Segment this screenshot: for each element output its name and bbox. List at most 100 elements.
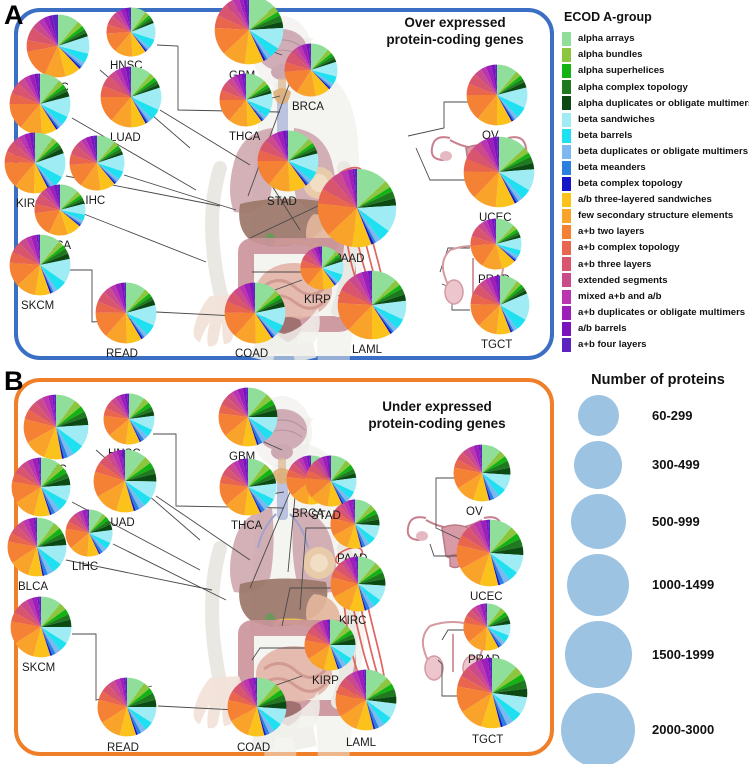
pie-slice xyxy=(32,21,58,46)
pie-slice xyxy=(496,244,515,269)
pie-slice xyxy=(127,707,146,733)
pie-slice xyxy=(124,393,129,419)
pie-label-blca: BLCA xyxy=(18,581,49,593)
legend-color-swatch xyxy=(562,48,571,63)
pie-label-laml: LAML xyxy=(346,737,377,749)
pie-slice xyxy=(68,515,89,533)
pie-slice xyxy=(227,699,257,722)
pie-slice xyxy=(97,163,120,182)
pie-label-tgct: TGCT xyxy=(481,339,513,351)
pie-chart-thca xyxy=(219,73,273,127)
pie-slice xyxy=(80,138,97,163)
pie-chart-kirp xyxy=(304,619,356,671)
pie-slice xyxy=(248,487,262,513)
pie-slice xyxy=(330,645,352,665)
pie-slice xyxy=(340,279,372,305)
size-circle-holder xyxy=(558,440,638,489)
pie-slice xyxy=(131,97,148,124)
pie-slice xyxy=(131,12,149,32)
pie-slice xyxy=(40,241,64,265)
pie-svg-brca xyxy=(284,43,338,97)
pie-slice xyxy=(366,700,397,718)
pie-slice xyxy=(131,17,153,32)
pie-slice xyxy=(125,449,146,481)
pie-slice xyxy=(58,32,88,46)
pie-slice xyxy=(24,409,56,427)
pie-slice xyxy=(69,154,97,165)
pie-slice xyxy=(72,512,89,533)
panel-b-title-line1: Under expressed xyxy=(382,399,492,414)
pie-slice xyxy=(248,409,278,417)
pie-slice xyxy=(123,677,127,707)
pie-slice xyxy=(232,389,248,417)
pie-slice xyxy=(242,458,248,487)
pie-slice xyxy=(497,95,512,126)
pie-slice xyxy=(224,312,255,336)
pie-slice xyxy=(127,677,145,707)
legend-color-swatch xyxy=(562,225,571,240)
pie-slice xyxy=(26,598,41,627)
pie-slice xyxy=(487,619,511,627)
pie-slice xyxy=(56,400,81,427)
legend-color-swatch xyxy=(562,80,571,95)
pie-chart-prad xyxy=(470,218,522,270)
pie-slice xyxy=(249,30,268,61)
pie-slice xyxy=(357,186,393,208)
legend-color-swatch xyxy=(562,305,571,320)
pie-slice xyxy=(492,693,521,722)
pie-slice xyxy=(482,473,495,501)
pie-slice xyxy=(248,417,259,445)
pie-slice xyxy=(322,268,336,286)
pie-slice xyxy=(35,163,62,186)
pie-label-stad: STAD xyxy=(311,510,341,522)
pie-slice xyxy=(490,553,517,580)
pie-chart-prad xyxy=(463,603,511,651)
pie-slice xyxy=(70,533,89,557)
pie-slice xyxy=(60,195,83,210)
pie-slice xyxy=(89,513,107,533)
pie-slice xyxy=(246,387,248,417)
pie-slice xyxy=(499,172,517,204)
pie-slice xyxy=(355,505,375,524)
pie-slice xyxy=(492,657,517,693)
pie-slice xyxy=(131,32,148,51)
pie-slice xyxy=(93,471,125,497)
pie-slice xyxy=(482,220,496,244)
size-circle-holder xyxy=(558,692,638,764)
pie-slice xyxy=(214,15,249,30)
pie-slice xyxy=(487,627,500,648)
pie-slice xyxy=(93,135,97,163)
size-legend-circle xyxy=(564,620,632,688)
pie-slice xyxy=(456,544,490,570)
pie-chart-thca xyxy=(219,458,277,516)
pie-slice xyxy=(311,43,328,70)
pie-slice xyxy=(41,619,72,627)
size-legend-circle xyxy=(577,394,619,436)
pie-slice xyxy=(30,234,40,265)
pie-slice xyxy=(322,268,339,284)
pie-slice xyxy=(12,472,42,487)
legend-item: alpha arrays xyxy=(562,31,748,47)
size-legend-label: 500-999 xyxy=(652,513,700,529)
pie-slice xyxy=(257,694,286,707)
pie-slice xyxy=(456,686,492,712)
pie-slice xyxy=(219,90,246,100)
pie-slice xyxy=(305,470,331,481)
pie-slice xyxy=(311,49,332,70)
pie-slice xyxy=(41,487,56,515)
size-legend-label: 1000-1499 xyxy=(652,577,715,592)
pie-slice xyxy=(366,700,391,725)
pie-label-lihc: LIHC xyxy=(79,195,106,207)
pie-slice xyxy=(89,516,109,533)
legend-item: mixed a+b and a/b xyxy=(562,289,748,305)
pie-slice xyxy=(497,82,527,95)
pie-slice xyxy=(487,607,506,627)
pie-slice xyxy=(39,457,41,487)
pie-slice xyxy=(12,242,40,265)
legend-item: a+b four layers xyxy=(562,337,748,353)
pie-slice xyxy=(56,417,89,427)
pie-slice xyxy=(291,47,311,70)
pie-slice xyxy=(75,140,97,163)
pie-chart-tgct xyxy=(470,275,530,335)
pie-label-coad: COAD xyxy=(237,742,271,754)
